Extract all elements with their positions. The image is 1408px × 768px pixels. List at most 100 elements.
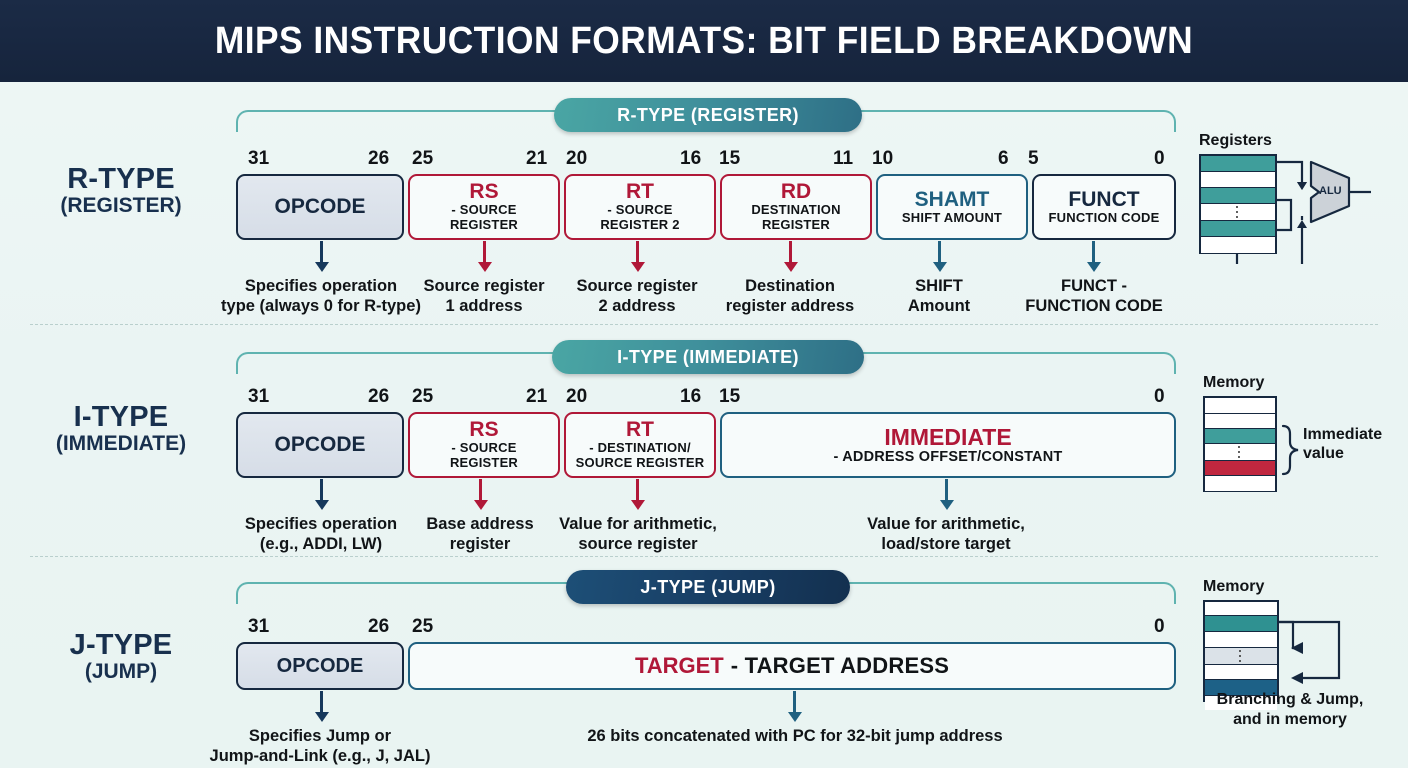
bit-number: 26 — [368, 148, 390, 169]
row-label-i-type: I-TYPE (IMMEDIATE) — [10, 401, 232, 456]
arrow-shamt — [932, 241, 947, 272]
bit-number: 5 — [1028, 148, 1039, 169]
row-label-line2: (REGISTER) — [60, 194, 182, 218]
mini-title: Memory — [1203, 374, 1265, 391]
bit-number: 20 — [566, 386, 588, 407]
bit-number: 31 — [248, 616, 270, 637]
caption-funct: FUNCT -FUNCTION CODE — [1025, 277, 1163, 316]
field-shamt: SHAMT SHIFT AMOUNT — [876, 174, 1028, 240]
register-cell — [1201, 221, 1275, 237]
memory-stack: ⋮ — [1203, 396, 1277, 492]
section-j-type: J-TYPE (JUMP) J-TYPE (JUMP) 31 26 25 0 O… — [0, 558, 1408, 768]
mini-title: Memory — [1203, 578, 1265, 595]
bit-number: 11 — [833, 148, 854, 169]
register-cell — [1201, 156, 1275, 172]
field-title: OPCODE — [274, 194, 366, 218]
bit-number: 0 — [1154, 148, 1165, 169]
field-title: OPCODE — [274, 432, 366, 456]
field-title: SHAMT — [914, 187, 990, 211]
row-label-j-type: J-TYPE (JUMP) — [10, 629, 232, 684]
caption-immediate: Value for arithmetic,load/store target — [867, 515, 1025, 554]
field-title: TARGET — [634, 653, 724, 679]
ellipsis-icon: ⋮ — [1232, 647, 1250, 665]
memory-cell — [1205, 665, 1277, 680]
caption-opcode: Specifies operation(e.g., ADDI, LW) — [244, 515, 398, 554]
field-title: RS — [469, 180, 499, 204]
memory-cell — [1205, 461, 1275, 476]
mini-diagram-registers: Registers ⋮ — [1199, 132, 1399, 264]
bit-number: 16 — [680, 148, 702, 169]
arrow-rt — [630, 479, 645, 510]
field-subtitle: FUNCTION CODE — [1048, 209, 1160, 225]
badge-j-type: J-TYPE (JUMP) — [566, 570, 850, 604]
field-target: TARGET - TARGET ADDRESS — [408, 642, 1176, 690]
field-opcode: OPCODE — [236, 174, 404, 240]
section-r-type: R-TYPE (REGISTER) R-TYPE (REGISTER) 31 2… — [0, 82, 1408, 324]
memory-cell — [1205, 616, 1277, 632]
field-title: RT — [626, 418, 654, 442]
bit-number: 21 — [526, 386, 548, 407]
field-funct: FUNCT FUNCTION CODE — [1032, 174, 1176, 240]
bit-number: 20 — [566, 148, 588, 169]
bit-number: 10 — [872, 148, 894, 169]
bit-number: 15 — [719, 148, 741, 169]
bit-number: 26 — [368, 616, 390, 637]
arrow-opcode — [314, 479, 329, 510]
register-stack: ⋮ — [1199, 154, 1277, 254]
memory-cell — [1205, 680, 1277, 696]
memory-cell — [1205, 602, 1277, 616]
bit-number: 0 — [1154, 386, 1165, 407]
register-cell: ⋮ — [1201, 204, 1275, 221]
field-subtitle: - ADDRESS OFFSET/CONSTANT — [833, 448, 1063, 465]
page-title: MIPS INSTRUCTION FORMATS: BIT FIELD BREA… — [214, 19, 1194, 62]
register-cell — [1201, 188, 1275, 204]
field-title: RT — [626, 180, 654, 204]
badge-i-type: I-TYPE (IMMEDIATE) — [552, 340, 864, 374]
bit-numbers-r-type: 31 26 25 21 20 16 15 11 10 6 5 0 — [236, 148, 1176, 170]
memory-cell: ⋮ — [1205, 444, 1275, 461]
memory-cell: ⋮ — [1205, 648, 1277, 665]
mini-caption: Branching & Jump,and in memory — [1216, 691, 1364, 728]
field-title: RS — [469, 418, 499, 442]
row-label-line1: R-TYPE — [67, 163, 175, 195]
memory-stack: ⋮ — [1203, 600, 1279, 710]
field-title: FUNCT — [1068, 187, 1140, 211]
arrow-rs — [473, 479, 488, 510]
bit-number: 26 — [368, 386, 390, 407]
bit-numbers-j-type: 31 26 25 0 — [236, 616, 1176, 638]
jump-arrows-svg — [1279, 620, 1341, 684]
bit-number: 21 — [526, 148, 548, 169]
bit-number: 31 — [248, 148, 270, 169]
arrow-rs — [477, 241, 492, 272]
brace-icon — [1281, 424, 1299, 476]
caption-rt: Value for arithmetic,source register — [559, 515, 717, 554]
memory-cell — [1205, 632, 1277, 648]
alu-wiring-svg — [1235, 160, 1371, 264]
field-subtitle: - DESTINATION/SOURCE REGISTER — [575, 440, 705, 471]
field-title: IMMEDIATE — [884, 423, 1012, 450]
row-label-r-type: R-TYPE (REGISTER) — [10, 163, 232, 218]
register-cell — [1201, 237, 1275, 253]
field-opcode: OPCODE — [236, 642, 404, 690]
arrow-rt — [630, 241, 645, 272]
ellipsis-icon: ⋮ — [1229, 203, 1247, 221]
field-title: RD — [780, 180, 812, 204]
field-rt: RT - DESTINATION/SOURCE REGISTER — [564, 412, 716, 478]
bit-number: 15 — [719, 386, 741, 407]
